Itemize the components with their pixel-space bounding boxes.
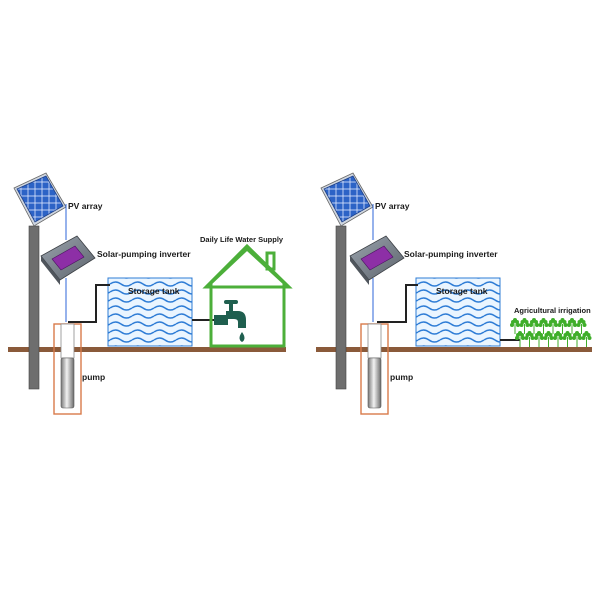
right-diagram: PV array Solar-pumping inverter Storage … bbox=[316, 172, 592, 415]
faucet-icon bbox=[214, 300, 246, 342]
inverter-box bbox=[40, 235, 96, 285]
house-icon bbox=[202, 243, 293, 348]
storage-tank-label: Storage tank bbox=[436, 286, 488, 296]
pump-to-tank-pipe bbox=[377, 284, 418, 323]
panel-pole bbox=[335, 225, 347, 390]
plant-sprout bbox=[510, 318, 520, 334]
pv-panel bbox=[13, 172, 67, 227]
well-pipe bbox=[367, 323, 382, 359]
storage-tank-label: Storage tank bbox=[128, 286, 180, 296]
left-diagram: PV array Solar-pumping inverter Storage … bbox=[8, 172, 293, 415]
plant-sprout bbox=[557, 318, 568, 334]
plant-sprout bbox=[581, 331, 592, 347]
plant-sprout bbox=[534, 331, 544, 347]
well-pipe bbox=[60, 323, 75, 359]
ground-bar bbox=[316, 347, 592, 352]
plant-sprout bbox=[519, 318, 530, 334]
pump-label: pump bbox=[390, 372, 413, 382]
plant-sprout bbox=[553, 331, 563, 347]
destination-label: Daily Life Water Supply bbox=[200, 235, 284, 244]
pump-body bbox=[60, 357, 75, 409]
crop-field-icon bbox=[510, 318, 592, 347]
inverter-label: Solar-pumping inverter bbox=[97, 249, 191, 259]
plant-sprout bbox=[572, 331, 582, 347]
plant-sprout bbox=[576, 318, 587, 334]
plant-sprout bbox=[543, 331, 554, 347]
pump-body bbox=[367, 357, 382, 409]
pv-panel bbox=[320, 172, 374, 227]
pv-array-label: PV array bbox=[68, 201, 103, 211]
destination-label: Agricultural irrigation bbox=[514, 306, 591, 315]
plant-sprout bbox=[538, 318, 549, 334]
panel-pole bbox=[28, 225, 40, 390]
storage-tank bbox=[415, 277, 501, 347]
ground-bar bbox=[8, 347, 286, 352]
plant-sprout bbox=[529, 318, 539, 334]
storage-tank bbox=[107, 277, 193, 347]
pump-to-tank-pipe bbox=[68, 284, 110, 323]
pv-array-label: PV array bbox=[375, 201, 410, 211]
pump-label: pump bbox=[82, 372, 105, 382]
plant-sprout bbox=[567, 318, 577, 334]
plant-sprout bbox=[515, 331, 525, 347]
plant-sprout bbox=[548, 318, 558, 334]
inverter-label: Solar-pumping inverter bbox=[404, 249, 498, 259]
plant-sprout bbox=[562, 331, 573, 347]
inverter-box bbox=[349, 235, 405, 285]
plant-sprout bbox=[524, 331, 535, 347]
